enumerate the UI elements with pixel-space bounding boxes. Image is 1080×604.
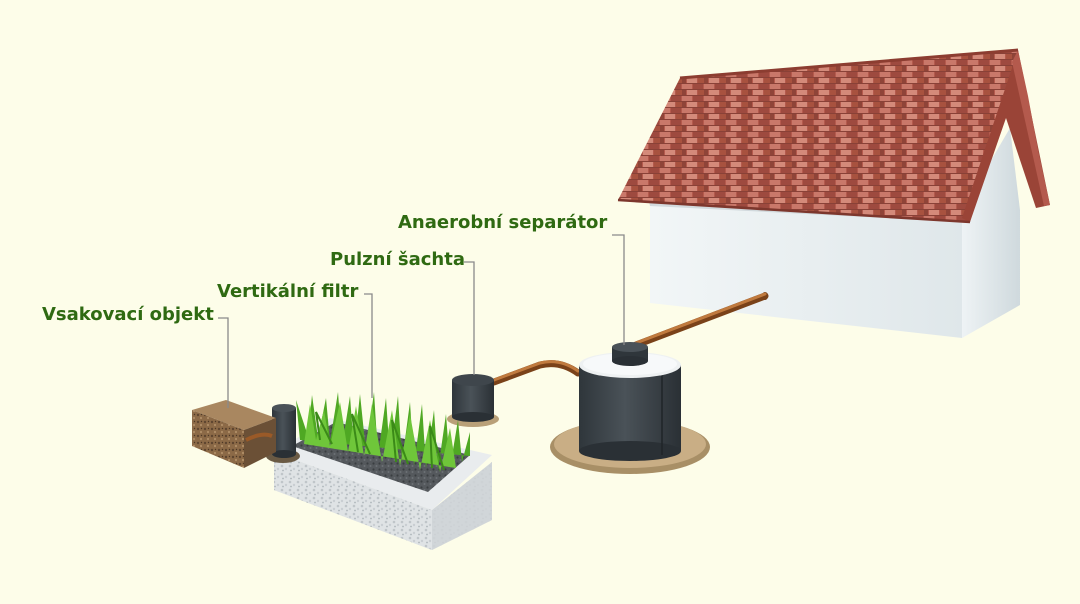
vertical-filter-bed: [266, 392, 492, 550]
label-soakaway: Vsakovací objekt: [42, 304, 214, 325]
leader-line-separator: [612, 234, 625, 345]
leader-lines: [218, 234, 625, 408]
anaerobic-separator-tank: [550, 342, 710, 474]
leader-line-pulse-shaft: [464, 261, 475, 375]
label-vertical-filter: Vertikální filtr: [217, 281, 359, 302]
label-pulse-shaft: Pulzní šachta: [330, 249, 465, 270]
label-anaerobic-separator: Anaerobní separátor: [398, 212, 608, 233]
inflow-pipe: [632, 292, 769, 349]
leader-line-soakaway: [218, 317, 229, 408]
soakaway-block: [192, 400, 276, 468]
pulse-shaft-tank: [447, 374, 499, 427]
leader-line-filter: [364, 293, 373, 398]
reed-plants: [296, 392, 470, 472]
connection-pipe: [490, 360, 582, 386]
house: [617, 48, 1050, 338]
